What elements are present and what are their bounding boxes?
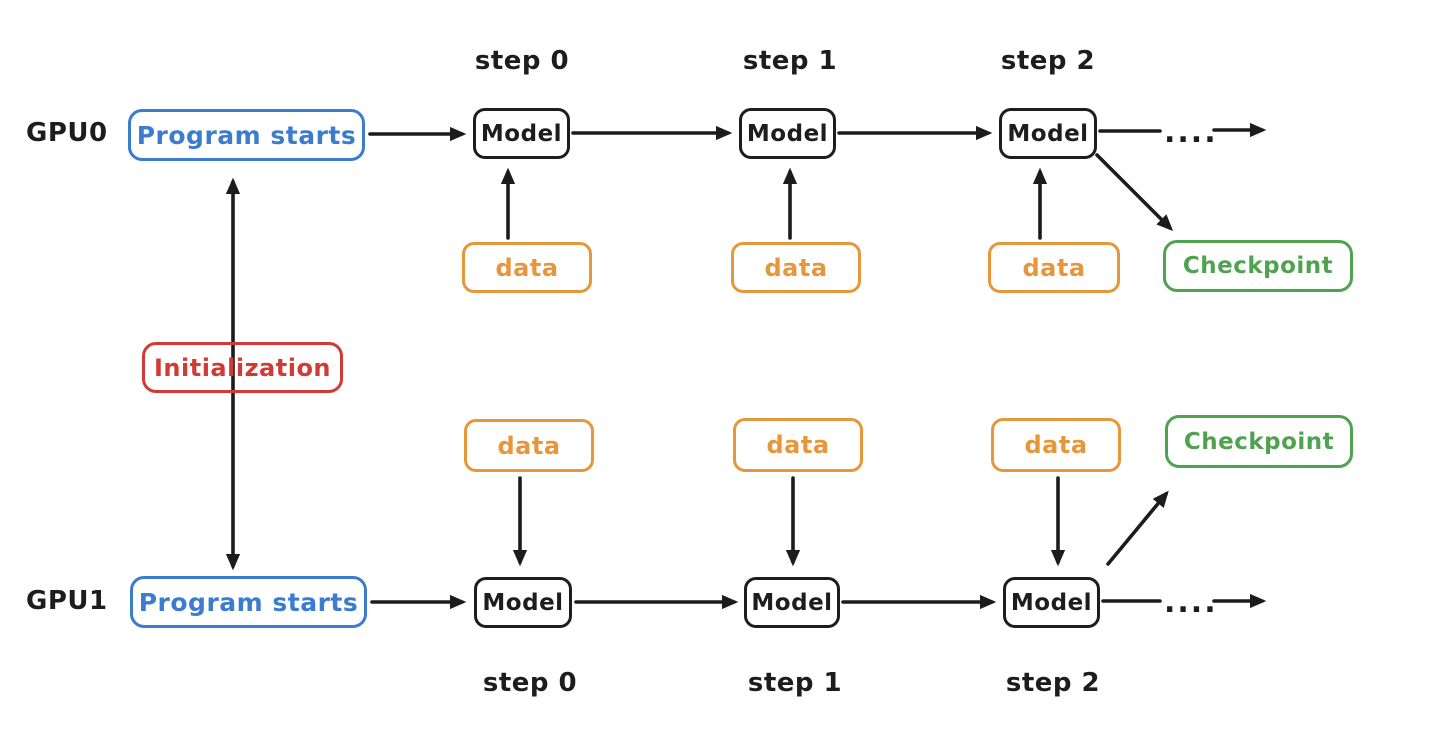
program-starts-box-gpu0: Program starts [128,109,365,161]
initialization-box: Initialization [142,342,343,393]
step-label-top-0: step 0 [474,46,570,76]
model-box-gpu0-step0: Model [473,108,570,159]
arrow-model2-to-checkpoint-bottom [1106,490,1169,566]
model-box-gpu1-step2: Model [1003,577,1100,628]
data-box-gpu0-step0: data [462,242,592,293]
checkpoint-box-gpu1: Checkpoint [1165,415,1353,468]
arrow-model2-to-checkpoint-top [1095,153,1174,232]
step-label-bottom-1: step 1 [747,668,843,698]
gpu1-label: GPU1 [26,586,108,616]
program-starts-box-gpu1: Program starts [130,576,367,628]
model-box-gpu0-step2: Model [999,108,1097,159]
data-box-gpu1-step2: data [991,418,1121,472]
gpu0-label: GPU0 [26,118,108,148]
step-label-bottom-2: step 2 [1005,668,1101,698]
step-label-bottom-0: step 0 [482,668,578,698]
step-label-top-2: step 2 [1000,46,1096,76]
checkpoint-box-gpu0: Checkpoint [1163,240,1353,292]
ellipsis-top: .... [1164,115,1218,150]
model-box-gpu1-step1: Model [744,577,840,628]
model-box-gpu1-step0: Model [474,577,572,628]
data-box-gpu0-step2: data [988,242,1120,293]
model-box-gpu0-step1: Model [739,108,836,159]
data-box-gpu1-step0: data [464,419,594,472]
data-box-gpu0-step1: data [731,242,861,293]
data-box-gpu1-step1: data [733,418,863,472]
step-label-top-1: step 1 [742,46,838,76]
ellipsis-bottom: .... [1164,585,1218,620]
